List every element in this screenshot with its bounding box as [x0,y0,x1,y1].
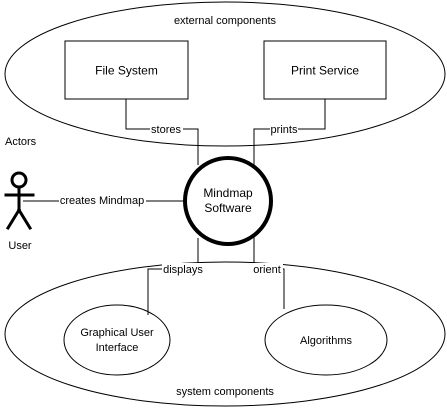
gui-label-line1: Graphical User [80,327,154,339]
system-components-label: system components [176,386,274,398]
external-components-label: external components [174,15,277,27]
gui-ellipse [63,304,171,376]
orient-label: orient [253,264,281,276]
displays-label: displays [163,264,203,276]
print-service-box [263,40,387,100]
mindmap-software-label-line1: Mindmap [203,186,253,200]
mindmap-software-node [183,156,273,246]
user-label: User [8,240,32,252]
gui-label-line2: Interface [96,342,139,354]
print-service-label: Print Service [291,64,359,78]
algorithms-ellipse [264,304,388,376]
external-components-ellipse [4,1,446,147]
algorithms-label: Algorithms [300,335,352,347]
stores-label: stores [151,124,181,136]
file-system-box [64,40,189,100]
creates-mindmap-label: creates Mindmap [60,195,144,207]
user-actor-icon [4,171,35,231]
actors-heading: Actors [5,136,37,148]
file-system-label: File System [95,64,158,78]
prints-label: prints [271,124,298,136]
mindmap-software-label-line2: Software [204,201,252,215]
